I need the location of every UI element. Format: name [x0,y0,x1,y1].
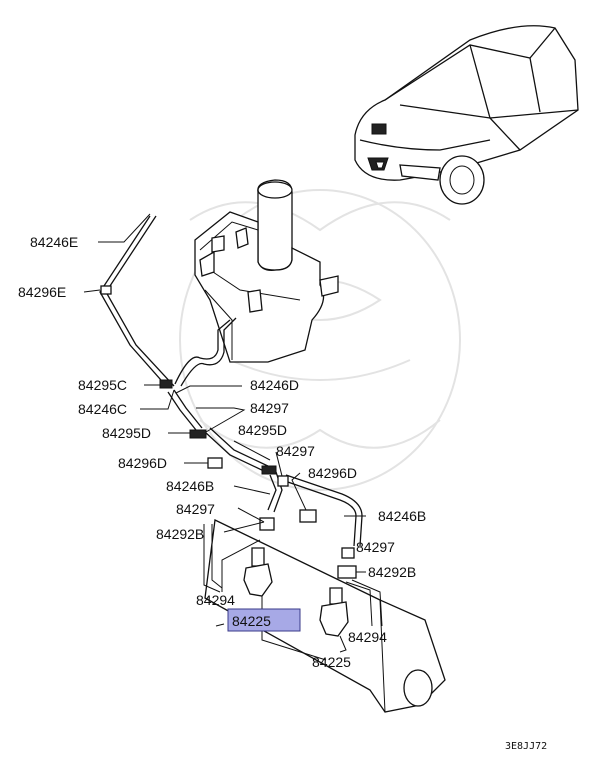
label-84297-mid[interactable]: 84297 [276,443,315,459]
part-number-labels: 84246E 84296E 84295C 84246D 84246C 84297… [18,234,426,670]
label-84296E[interactable]: 84296E [18,284,66,300]
valve-84297-right [341,547,355,559]
joint-84295C [159,379,173,389]
clip-84296D-right [299,509,317,523]
label-84246D[interactable]: 84246D [250,377,299,393]
washer-nozzle-right [319,587,349,637]
check-valve-84297 [277,475,289,487]
joint-84295D-left [189,429,207,439]
clip-84296D-left [207,457,223,469]
label-84296D-left[interactable]: 84296D [118,455,167,471]
label-84295D-right[interactable]: 84295D [238,422,287,438]
label-84296D-right[interactable]: 84296D [308,465,357,481]
label-84294-left[interactable]: 84294 [196,592,235,608]
label-84246B-right[interactable]: 84246B [378,508,426,524]
diagram-code: 3E8JJ72 [505,741,547,752]
label-84295D-left[interactable]: 84295D [102,425,151,441]
label-84225-highlighted[interactable]: 84225 [232,613,271,629]
joint-84295D-right [261,465,277,475]
label-84246B-left[interactable]: 84246B [166,478,214,494]
highlighted-part-box[interactable] [227,608,301,632]
clip-84292B-right [337,565,357,579]
label-84294-right[interactable]: 84294 [348,629,387,645]
label-84292B-right[interactable]: 84292B [368,564,416,580]
clip-84292B-left [259,517,275,531]
washer-tank [194,179,339,363]
label-84292B-left[interactable]: 84292B [156,526,204,542]
label-84225-right[interactable]: 84225 [312,654,351,670]
label-84297-left[interactable]: 84297 [176,501,215,517]
vehicle-outline [354,25,579,205]
label-84297-top[interactable]: 84297 [250,400,289,416]
label-84297-right[interactable]: 84297 [356,539,395,555]
clip-84296E [100,285,112,295]
hose-lines [99,215,363,547]
label-84246E[interactable]: 84246E [30,234,78,250]
leader-lines [83,213,383,661]
label-84295C[interactable]: 84295C [78,377,127,393]
label-84246C[interactable]: 84246C [78,401,127,417]
